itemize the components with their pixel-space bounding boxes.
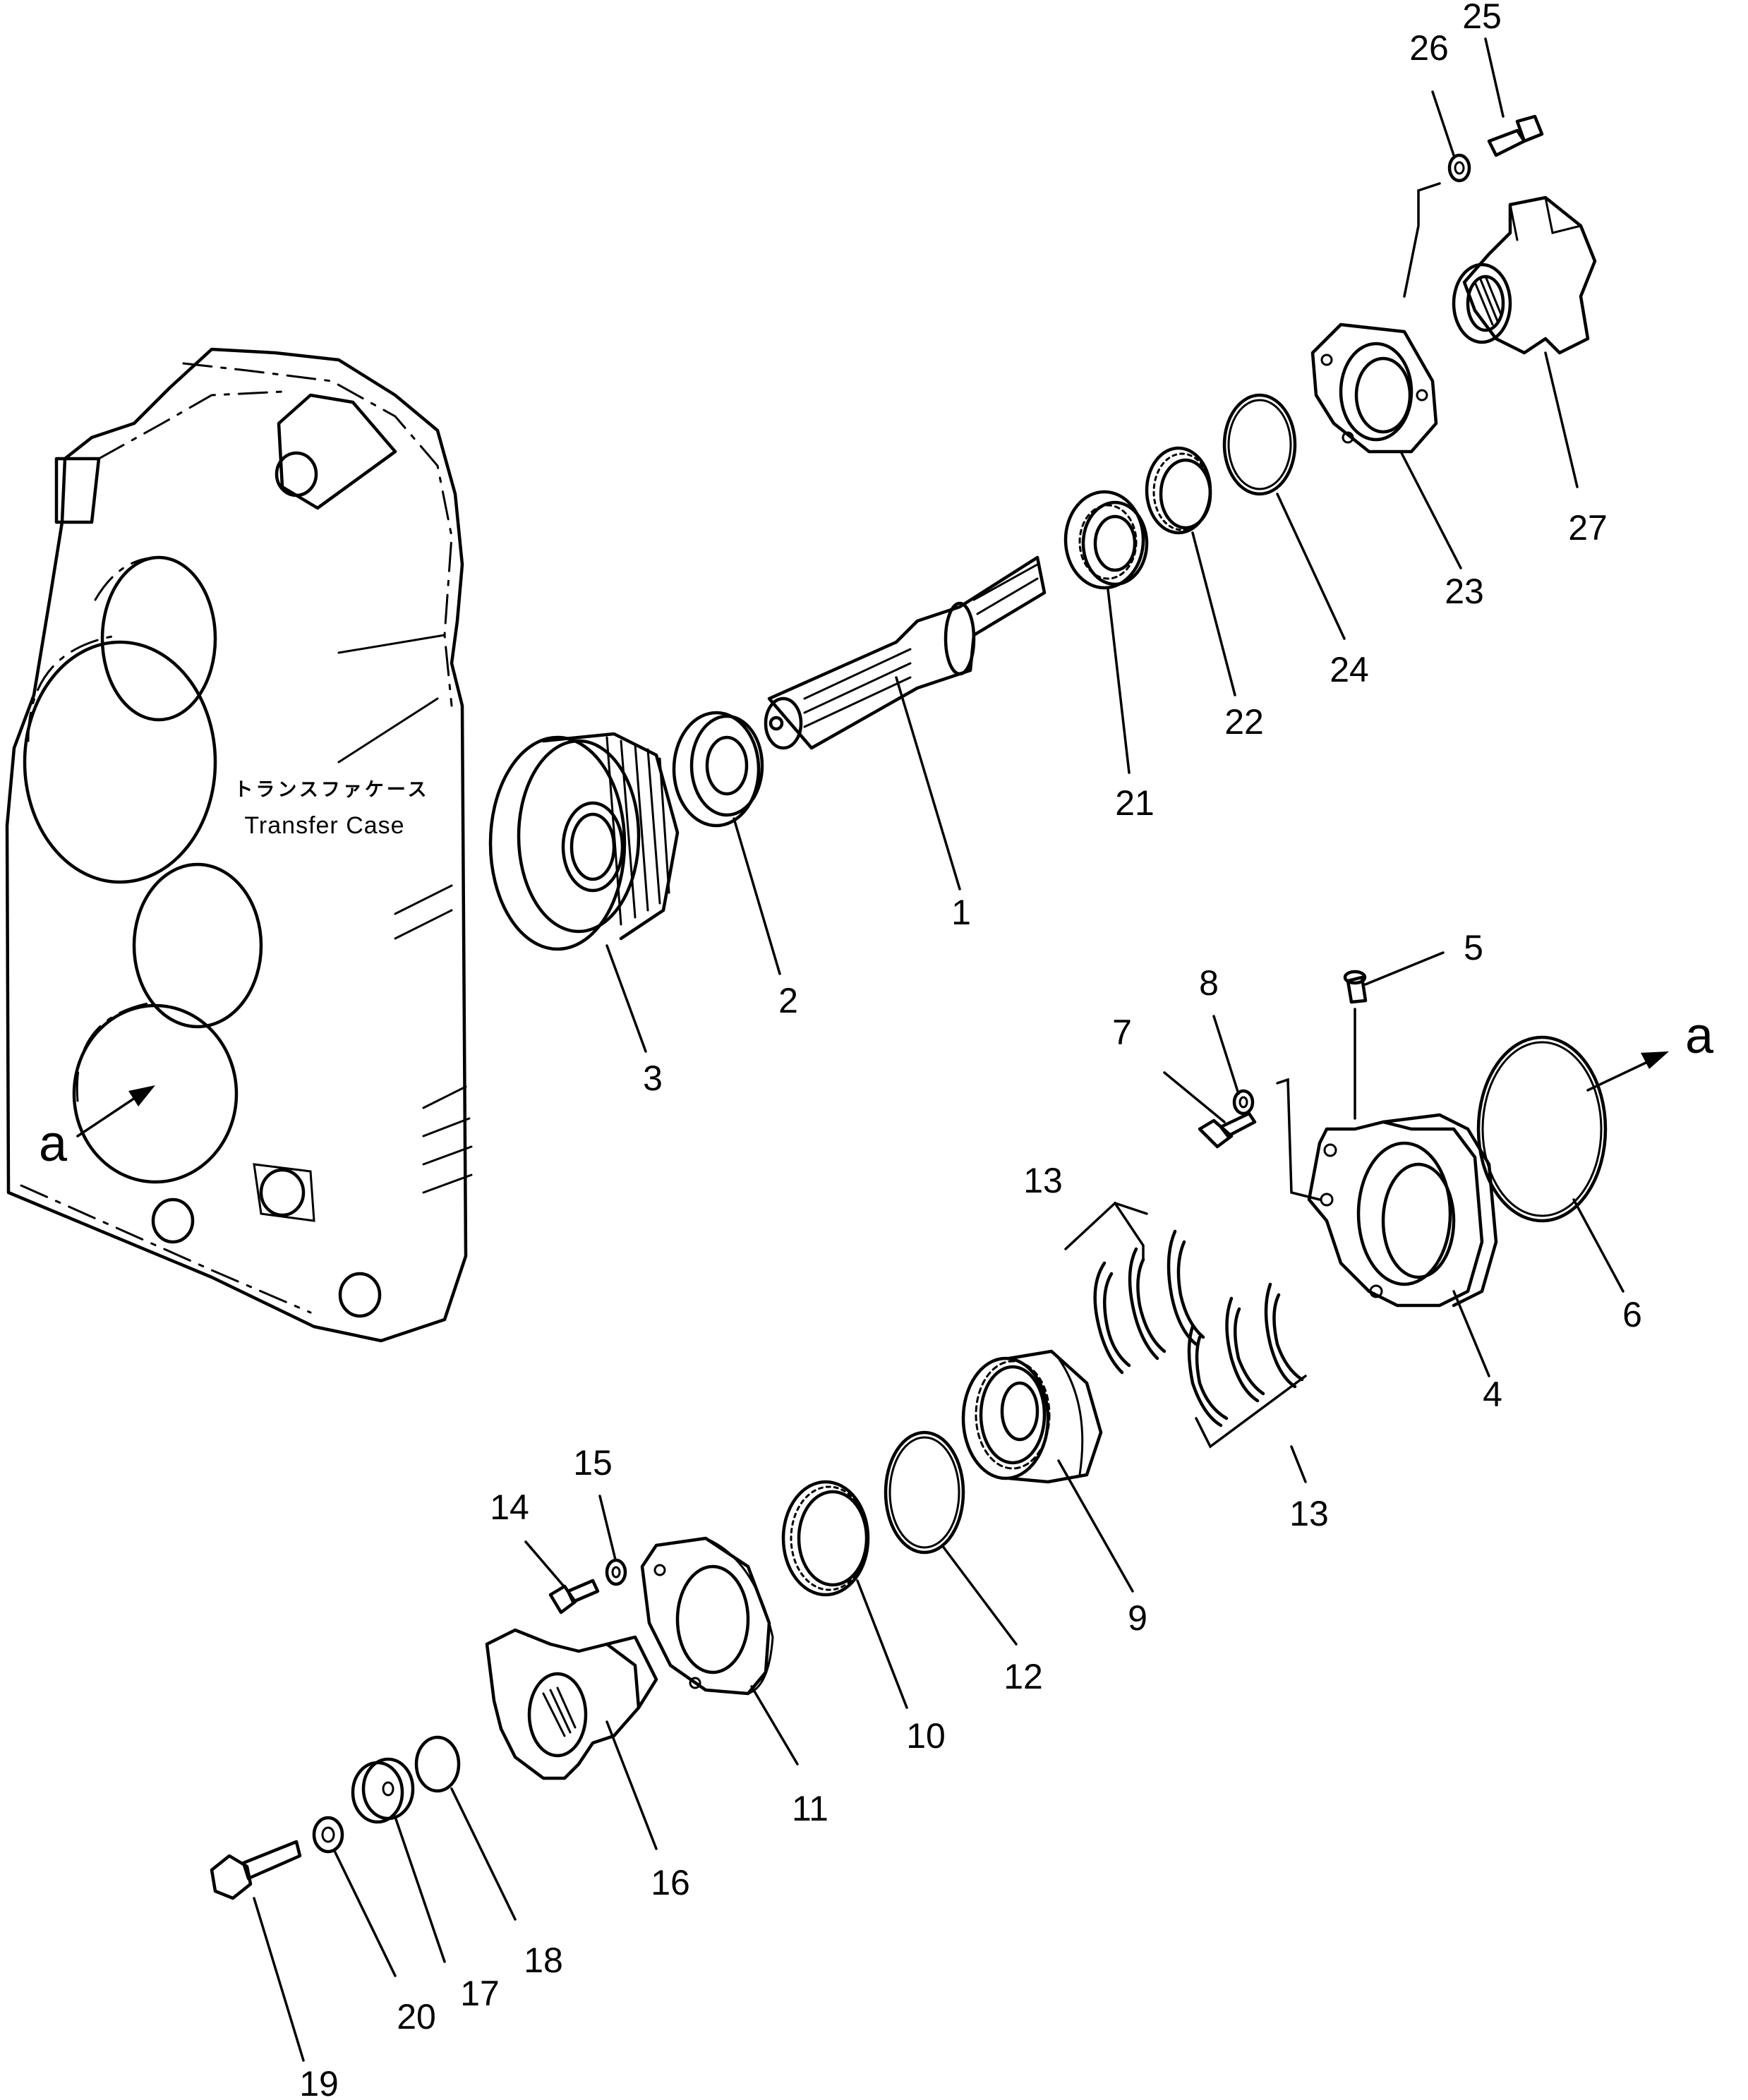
callout-22: 22 <box>1224 702 1264 742</box>
callout-7: 7 <box>1112 1013 1132 1052</box>
o-ring-12-inner <box>888 1436 960 1549</box>
breather-5 <box>1343 970 1368 1004</box>
washer-20 <box>312 1816 344 1854</box>
cover-11 <box>640 1536 774 1696</box>
callout-14: 14 <box>490 1488 529 1527</box>
view-arrowhead-right <box>1641 1051 1669 1069</box>
callout-13-upper: 13 <box>1023 1161 1063 1200</box>
view-marker-left: a <box>39 1116 68 1172</box>
o-ring-6-inner <box>1481 1041 1603 1217</box>
o-ring-18 <box>414 1735 461 1793</box>
callout-13-lower: 13 <box>1289 1494 1329 1533</box>
race-22 <box>1145 446 1212 535</box>
callout-10: 10 <box>906 1716 946 1756</box>
callout-11: 11 <box>792 1789 828 1828</box>
callout-6: 6 <box>1622 1295 1642 1334</box>
callout-21: 21 <box>1115 783 1155 823</box>
callout-17: 17 <box>460 1974 500 2013</box>
view-arrowhead-left <box>128 1085 155 1106</box>
callout-16: 16 <box>651 1863 690 1902</box>
bolt-19 <box>210 1840 302 1900</box>
roller-bearing-9 <box>961 1349 1103 1484</box>
shim-group-upper <box>1093 1229 1205 1375</box>
washer-26 <box>1447 153 1471 183</box>
shim-bracket-upper <box>1064 1201 1145 1261</box>
shim-group-lower <box>1187 1282 1304 1428</box>
callout-2: 2 <box>778 981 798 1020</box>
callout-26: 26 <box>1409 28 1449 68</box>
callout-20: 20 <box>397 1997 436 2036</box>
washer-15 <box>605 1558 627 1586</box>
case-label-jp: トランスファケース <box>234 779 429 801</box>
plate-17 <box>351 1757 415 1824</box>
washer-8 <box>1232 1089 1255 1116</box>
callout-18: 18 <box>524 1941 563 1980</box>
o-ring-12 <box>884 1430 965 1555</box>
yoke-16 <box>485 1628 658 1780</box>
callout-15: 15 <box>573 1443 613 1483</box>
callout-4: 4 <box>1483 1375 1502 1414</box>
leader-lines <box>253 37 1625 2062</box>
race-10 <box>781 1480 870 1597</box>
callout-23-24: 24 <box>1330 650 1369 689</box>
yoke-27 <box>1452 195 1597 355</box>
o-ring-24-inner <box>1227 399 1292 490</box>
bolt-bracket-line <box>1403 182 1441 298</box>
o-ring-6 <box>1476 1035 1608 1223</box>
o-ring-24 <box>1222 393 1297 496</box>
callout-27: 27 <box>1568 508 1608 548</box>
callout-12: 12 <box>1003 1657 1043 1696</box>
bolt-bracket-line-lower <box>1276 1008 1356 1201</box>
callout-1: 1 <box>951 893 971 932</box>
gear <box>488 732 680 951</box>
view-marker-right: a <box>1685 1008 1714 1064</box>
bolt-25 <box>1487 114 1544 157</box>
callout-8: 8 <box>1199 963 1219 1003</box>
part-callouts: 1 2 3 4 5 6 7 8 9 10 11 12 13 13 14 15 1… <box>299 0 1642 2100</box>
view-arrow-right <box>1586 1057 1656 1092</box>
bolt-7 <box>1198 1111 1257 1149</box>
shim-leader-upper <box>1114 1202 1148 1215</box>
view-arrow-left <box>76 1092 143 1138</box>
callout-3: 3 <box>643 1058 663 1098</box>
transfer-case-housing <box>5 347 473 1343</box>
bearing-21 <box>1063 490 1149 590</box>
retainer-23 <box>1310 322 1438 454</box>
callout-23: 23 <box>1445 572 1484 611</box>
callout-25: 25 <box>1462 0 1502 36</box>
bearing-cage-4 <box>1307 1113 1498 1308</box>
shaft <box>764 555 1047 750</box>
callout-5: 5 <box>1464 928 1483 967</box>
callout-9: 9 <box>1128 1598 1147 1638</box>
case-label-en: Transfer Case <box>244 812 404 839</box>
bolt-14 <box>548 1579 600 1615</box>
bearing-2 <box>672 711 764 828</box>
shim-bracket-lower <box>1195 1375 1307 1449</box>
callout-19: 19 <box>299 2064 339 2100</box>
